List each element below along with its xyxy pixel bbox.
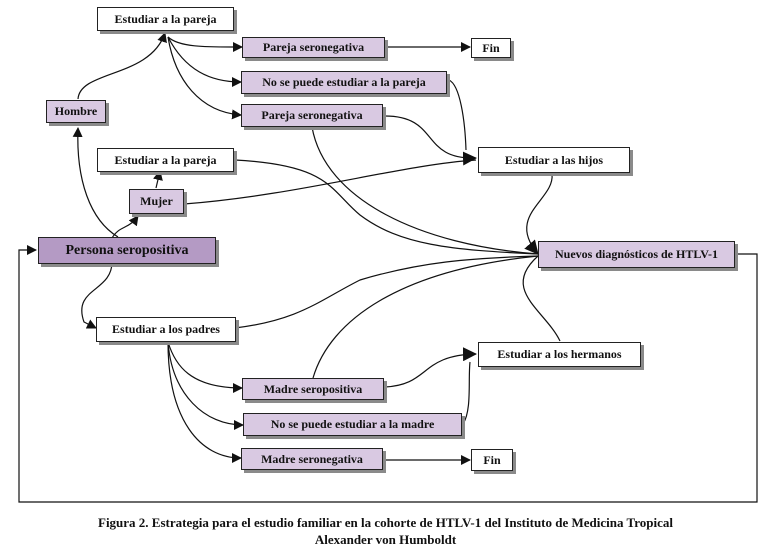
connector-padres-madreseropos [167,341,243,393]
caption-line-1: Figura 2. Estrategia para el estudio fam… [98,515,673,530]
connector-padres-noestudiar-madre [167,341,244,430]
connector-padres-nuevos [234,255,539,329]
connector-feedback-loop [18,245,758,503]
node-hombre: Hombre [46,100,106,123]
node-mujer: Mujer [129,189,184,214]
connector-noestudiar-madre-hermanos [462,361,471,425]
connector-pareja-top-noestudiar [167,36,242,87]
node-estudiar-pareja-top: Estudiar a la pareja [97,7,234,31]
connector-persona-hombre [72,127,119,238]
node-persona-seropositiva: Persona seropositiva [38,237,216,264]
connector-hijos-nuevos [524,173,553,255]
connector-seroneg2-hijos [384,115,477,166]
connector-pareja-mid-nuevos [234,159,539,255]
connector-pareja-top-seroneg2 [167,36,242,120]
node-estudiar-hijos: Estudiar a las hijos [478,147,630,173]
connector-pareja-top-seroneg1 [167,36,243,53]
connector-padres-madreseroneg [167,341,242,463]
connector-seroneg2-nuevos [311,126,539,255]
node-no-estudiar-pareja: No se puede estudiar a la pareja [241,71,447,94]
node-estudiar-padres: Estudiar a los padres [96,317,236,342]
node-fin-bottom: Fin [471,449,513,471]
node-madre-seronegativa: Madre seronegativa [241,448,383,470]
node-pareja-seronegativa-2: Pareja seronegativa [241,104,383,127]
figure-caption: Figura 2. Estrategia para el estudio fam… [0,514,771,548]
connector-madreseropos-nuevos [312,255,539,379]
node-no-estudiar-madre: No se puede estudiar a la madre [243,413,462,436]
connector-persona-padres [81,261,113,329]
connector-hermanos-nuevos [522,255,561,342]
connector-mujer-hijos [183,159,477,205]
node-nuevos-diagnosticos: Nuevos diagnósticos de HTLV-1 [538,241,735,268]
node-estudiar-pareja-mid: Estudiar a la pareja [97,148,234,172]
connector-mujer-pareja-mid [153,170,163,189]
node-estudiar-hermanos: Estudiar a los hermanos [478,342,641,367]
caption-line-2: Alexander von Humboldt [314,532,457,547]
connector-noestudiar-hijos [448,79,467,151]
node-fin-top: Fin [471,38,511,58]
connector-persona-mujer [111,215,139,239]
connector-hombre-pareja-top [77,32,167,100]
connector-madreseropos-hermanos [384,347,477,388]
node-madre-seropositiva: Madre seropositiva [242,378,384,400]
node-pareja-seronegativa-1: Pareja seronegativa [242,37,385,58]
